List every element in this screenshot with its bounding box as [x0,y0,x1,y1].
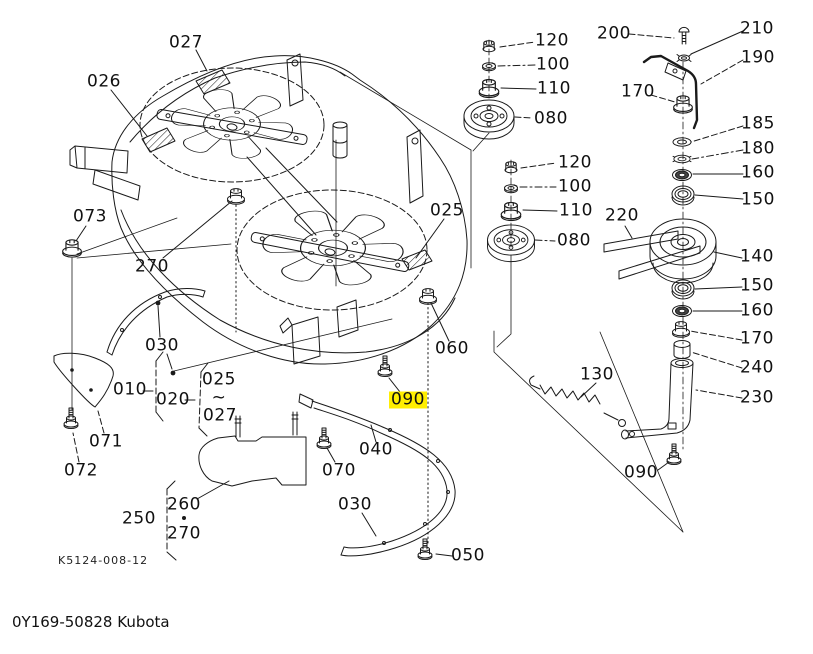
part-label-026[interactable]: 026 [87,71,121,92]
group-brackets [142,351,209,561]
bolt-090-left [377,355,393,377]
part-label-073[interactable]: 073 [73,206,107,227]
left-arm-bracket [69,145,141,201]
part-label-160-b[interactable]: 160 [740,300,774,321]
bracket-plate-top [286,53,304,107]
part-label-050[interactable]: 050 [451,545,485,566]
bolt-200 [678,26,690,45]
part-label-110-a[interactable]: 110 [537,78,571,99]
belt-220-front [618,245,701,280]
triangle-plate-071 [53,352,114,408]
rod-190 [642,54,699,130]
part-label-240[interactable]: 240 [740,357,774,378]
part-label-010[interactable]: 010 [113,379,147,400]
hatch-pad-027 [195,69,231,95]
part-label-100-b[interactable]: 100 [558,176,592,197]
part-label-185[interactable]: 185 [741,113,775,134]
flange-nut-170-lower [672,321,690,338]
part-label-070[interactable]: 070 [322,460,356,481]
part-label-170-b[interactable]: 170 [740,328,774,349]
part-label-100-a[interactable]: 100 [536,54,570,75]
part-label-270-b[interactable]: 270 [167,523,201,544]
washer-160 [672,169,692,181]
drawing-code: K5124-008-12 [58,554,149,567]
part-label-150-a[interactable]: 150 [741,189,775,210]
part-label-030-left[interactable]: 030 [145,335,179,356]
part-label-080-a[interactable]: 080 [534,108,568,129]
spindle-spacer [332,121,348,159]
blade-1 [156,109,308,145]
part-label-160-a[interactable]: 160 [741,162,775,183]
flange-nut-270 [227,188,245,205]
bolt-072 [63,407,79,429]
tension-rod-assembly [642,26,699,206]
construction-lines [71,39,684,544]
flange-nut-060 [419,288,437,305]
bearing-150 [671,185,695,206]
part-label-120-a[interactable]: 120 [535,30,569,51]
bolt-090-right [666,443,682,465]
part-label-090-highlighted[interactable]: 090 [389,389,427,410]
part-label-230[interactable]: 230 [740,387,774,408]
tension-arm-230 [621,358,694,440]
part-label-060[interactable]: 060 [435,338,469,359]
bracket-plate-right [406,129,424,204]
part-label-260[interactable]: 260 [167,494,201,515]
part-label-110-b[interactable]: 110 [559,200,593,221]
belt-220-rear [603,230,679,253]
part-label-040[interactable]: 040 [359,439,393,460]
part-label-220[interactable]: 220 [605,205,639,226]
part-label-027[interactable]: 027 [169,32,203,53]
mount-brackets-bottom [279,299,359,365]
part-label-150-b[interactable]: 150 [740,275,774,296]
belt-cover-260 [198,411,307,487]
part-label-170-a[interactable]: 170 [621,81,655,102]
part-label-210[interactable]: 210 [740,18,774,39]
part-label-080-b[interactable]: 080 [557,230,591,251]
part-label-270-a[interactable]: 270 [135,256,169,277]
part-label-027-b[interactable]: 027 [203,405,237,426]
part-label-120-b[interactable]: 120 [558,152,592,173]
nut-210 [676,54,692,62]
part-label-180[interactable]: 180 [741,138,775,159]
hatch-pad-026 [141,127,176,153]
part-label-090-right[interactable]: 090 [624,462,658,483]
spring-130 [529,375,626,427]
bolt-050 [417,538,433,560]
part-label-140[interactable]: 140 [740,246,774,267]
nut-073 [62,239,82,258]
deck-body [111,55,468,365]
bolt-070 [316,427,332,449]
spacer-240 [673,340,691,359]
washer-160-lower [672,305,692,317]
blade-2 [250,232,410,272]
part-label-025-a[interactable]: 025 [430,200,464,221]
part-label-tilde: ~ [211,387,227,408]
part-label-030-front[interactable]: 030 [338,494,372,515]
leader-lines [72,30,744,557]
part-label-071[interactable]: 071 [89,431,123,452]
part-label-250[interactable]: 250 [122,508,156,529]
part-label-025-b[interactable]: 025 [202,369,236,390]
part-label-190[interactable]: 190 [741,47,775,68]
part-label-072[interactable]: 072 [64,460,98,481]
skirt-front-040-030 [298,393,456,557]
skirt-left-030 [106,288,206,356]
part-label-200[interactable]: 200 [597,23,631,44]
washer-185 [672,137,692,147]
part-label-020[interactable]: 020 [156,389,190,410]
diagram-reference: 0Y169-50828 Kubota [12,613,170,631]
washer-180 [672,154,692,164]
part-label-130[interactable]: 130 [580,364,614,385]
hatch-pad-025 [401,249,433,271]
